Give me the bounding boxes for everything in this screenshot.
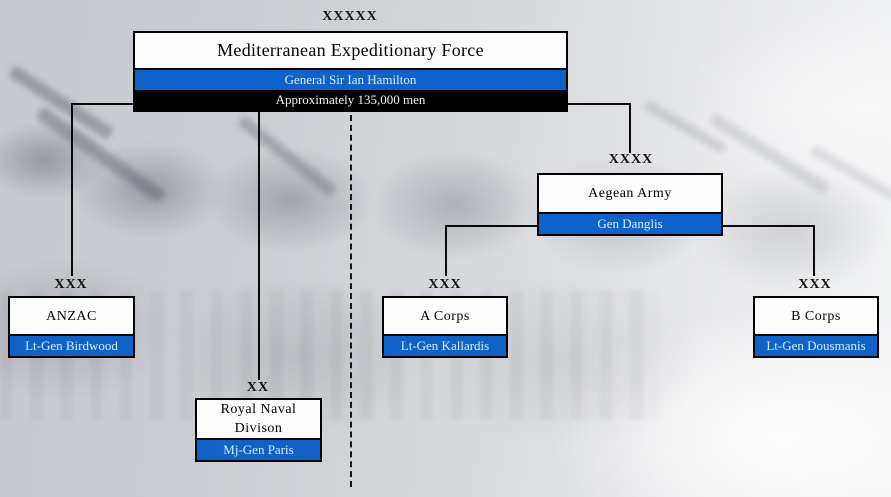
commander-bar: Gen Danglis — [539, 212, 721, 234]
commander-bar: General Sir Ian Hamilton — [135, 68, 566, 90]
commander-bar: Lt-Gen Dousmanis — [755, 334, 877, 356]
echelon-label-bcorps: XXX — [798, 277, 832, 292]
echelon-label-mef: XXXXX — [322, 9, 378, 24]
echelon-label-rnd: XX — [246, 380, 270, 395]
echelon-label-aegean: XXXX — [608, 152, 654, 167]
connector-root-right-horizontal — [568, 103, 631, 105]
connector-root-to-rnd-vertical — [258, 112, 260, 380]
unit-name: Royal Naval Divison — [220, 402, 297, 436]
unit-name: ANZAC — [46, 308, 97, 324]
commander-bar: Lt-Gen Birdwood — [10, 334, 133, 356]
connector-aegean-right-horizontal — [723, 225, 815, 227]
unit-box-aegean-army: Aegean Army Gen Danglis — [537, 173, 723, 236]
unit-box-royal-naval-division: Royal Naval Divison Mj-Gen Paris — [195, 398, 322, 462]
echelon-label-acorps: XXX — [428, 277, 462, 292]
commander-bar: Mj-Gen Paris — [197, 438, 320, 460]
connector-aegean-left-horizontal — [445, 225, 537, 227]
echelon-label-anzac: XXX — [54, 277, 88, 292]
unit-box-anzac: ANZAC Lt-Gen Birdwood — [8, 296, 135, 358]
unit-name: Aegean Army — [588, 186, 672, 201]
unit-box-b-corps: B Corps Lt-Gen Dousmanis — [753, 296, 879, 358]
connector-root-to-aegean-vertical — [629, 103, 631, 153]
unit-name: Mediterranean Expeditionary Force — [217, 40, 484, 60]
connector-root-left-horizontal — [71, 103, 133, 105]
unit-box-a-corps: A Corps Lt-Gen Kallardis — [382, 296, 508, 358]
unit-name: A Corps — [420, 308, 470, 324]
commander-bar: Lt-Gen Kallardis — [384, 334, 506, 356]
connector-aegean-to-acorps-vertical — [445, 225, 447, 276]
connector-aegean-to-bcorps-vertical — [813, 225, 815, 276]
unit-box-mef: Mediterranean Expeditionary Force Genera… — [133, 31, 568, 112]
connector-root-to-anzac-vertical — [71, 103, 73, 276]
divider-dashed-line — [350, 115, 352, 487]
strength-bar: Approximately 135,000 men — [135, 90, 566, 110]
unit-name: B Corps — [791, 308, 841, 324]
